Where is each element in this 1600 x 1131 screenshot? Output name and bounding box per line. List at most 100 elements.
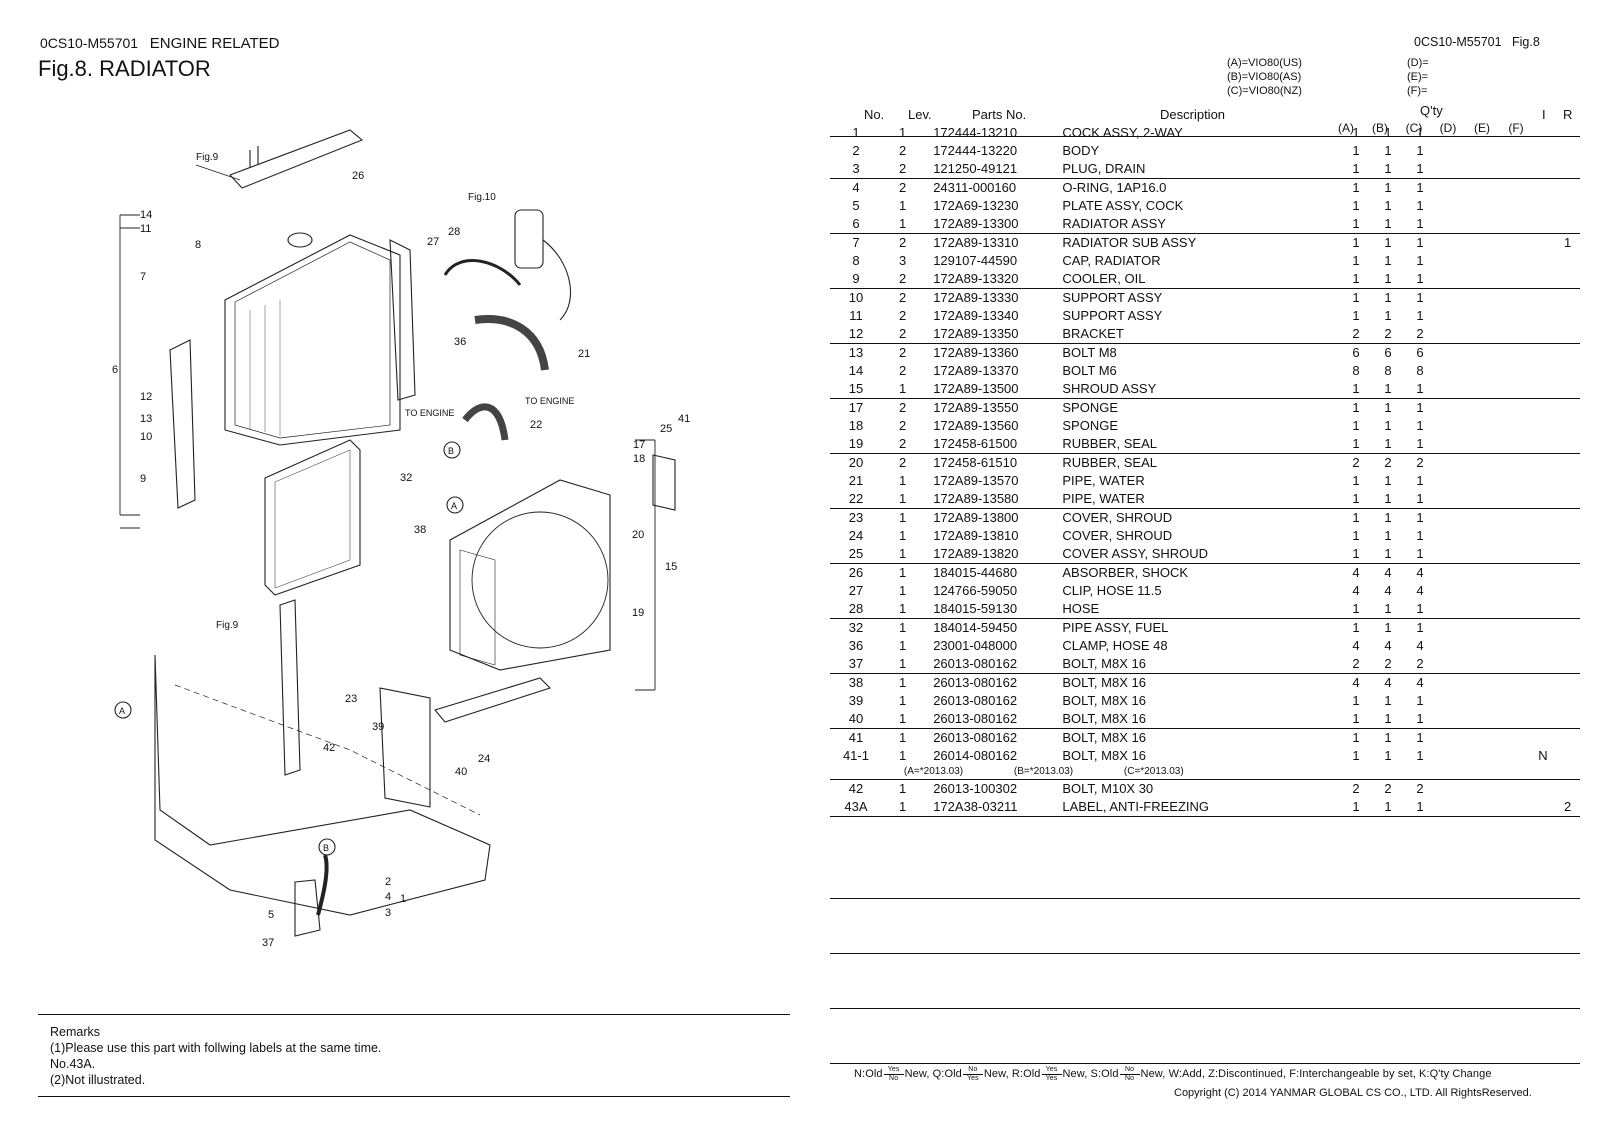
cell-desc: BOLT, M8X 16 — [1062, 675, 1146, 690]
cell-pn: 172A38-03211 — [923, 798, 1055, 817]
cell-empty — [1436, 729, 1468, 748]
cell-pn: 172A89-13550 — [933, 400, 1019, 415]
cell-empty — [1499, 600, 1531, 619]
cell-r — [1555, 674, 1580, 693]
callout-25: 25 — [660, 423, 672, 435]
svg-text:A: A — [451, 501, 457, 511]
cell-empty — [1499, 490, 1531, 509]
fig10-label: Fig.10 — [468, 192, 496, 203]
cell-empty — [1436, 142, 1468, 160]
cell-pn: 121250-49121 — [923, 160, 1055, 179]
cell-c: 1 — [1404, 545, 1437, 564]
cell-i — [1531, 472, 1556, 490]
blank-rule — [830, 898, 1580, 899]
cell-pn: 172A89-13310 — [933, 235, 1019, 250]
cell-empty — [1499, 619, 1531, 638]
cell-lev: 2 — [898, 400, 907, 415]
cell-r — [1555, 637, 1580, 655]
cell-c: 1 — [1404, 710, 1437, 729]
cell-a: 1 — [1352, 290, 1360, 305]
cell-a: 1 — [1339, 160, 1372, 179]
cell-empty — [1499, 509, 1531, 528]
cell-empty — [1467, 435, 1500, 454]
remarks-title: Remarks — [50, 1025, 101, 1039]
cell-no: 43A — [830, 798, 882, 817]
cell-b: 2 — [1372, 655, 1405, 674]
cell-desc: CLIP, HOSE 11.5 — [1062, 583, 1162, 598]
cell-empty — [1499, 417, 1531, 435]
cell-empty — [1436, 710, 1468, 729]
cell-lev: 2 — [898, 418, 907, 433]
cell-r — [1555, 179, 1580, 198]
cell-lev: 1 — [881, 545, 924, 564]
cell-empty — [1468, 344, 1500, 363]
ref-circle-a — [114, 701, 132, 719]
cell-empty — [1467, 215, 1500, 234]
radiator-core — [224, 232, 401, 446]
cell-empty — [1499, 545, 1531, 564]
cell-empty — [1467, 490, 1500, 509]
cell-i — [1531, 564, 1556, 583]
cell-a: 1 — [1339, 490, 1372, 509]
cell-c: 6 — [1416, 345, 1424, 360]
cell-lev: 2 — [881, 325, 924, 344]
cell-pn: 172A89-13500 — [923, 380, 1055, 399]
svg-text:A: A — [119, 706, 125, 716]
cell-empty — [1467, 600, 1500, 619]
cell-b: 1 — [1384, 748, 1392, 763]
cell-empty — [1468, 399, 1500, 418]
callout-17: 17 — [633, 439, 645, 451]
cell-r — [1555, 380, 1580, 399]
cell-pn: 172A89-13580 — [923, 490, 1055, 509]
cell-r — [1555, 747, 1580, 765]
col-header-qb: (B) — [1372, 121, 1388, 135]
cell-desc: HOSE — [1054, 600, 1340, 619]
cell-b: 1 — [1384, 473, 1392, 488]
cell-no: 32 — [848, 620, 864, 635]
callout-11: 11 — [140, 223, 151, 235]
cell-c: 1 — [1416, 180, 1424, 195]
cell-lev: 1 — [898, 528, 907, 543]
cell-empty — [1499, 362, 1531, 380]
cell-b: 4 — [1384, 638, 1392, 653]
leader-bracket-right — [635, 439, 656, 691]
cell-no: 21 — [848, 473, 864, 488]
col-header-qe: (E) — [1474, 121, 1490, 135]
cell-no: 28 — [830, 600, 882, 619]
cell-no: 9 — [830, 270, 882, 289]
serial-note-b: (B=*2013.03) — [1013, 766, 1074, 777]
cell-pn: 172A89-13340 — [933, 308, 1019, 323]
cell-pn: 172A89-13300 — [923, 215, 1055, 234]
cell-desc: RUBBER, SEAL — [1062, 455, 1158, 470]
cell-pn: 172A69-13230 — [933, 198, 1019, 213]
cell-empty — [1436, 417, 1468, 435]
oil-cooler — [264, 439, 361, 596]
callout-24: 24 — [478, 753, 490, 765]
cell-c: 1 — [1416, 308, 1424, 323]
cell-c: 1 — [1416, 143, 1424, 158]
cock-plate — [294, 879, 321, 937]
cell-r — [1555, 142, 1580, 160]
cell-lev: 2 — [898, 290, 907, 305]
cell-i — [1530, 435, 1556, 454]
cell-empty — [1499, 399, 1531, 418]
cell-c: 4 — [1416, 583, 1424, 598]
cell-empty — [1436, 435, 1468, 454]
cell-desc: BODY — [1062, 143, 1100, 158]
ref-circle-b — [443, 441, 461, 459]
cell-r — [1555, 197, 1580, 215]
blank-rule — [830, 1063, 1580, 1064]
cell-i — [1530, 798, 1556, 817]
cell-empty — [1436, 582, 1468, 600]
svg-text:B: B — [323, 843, 329, 853]
cell-r — [1555, 780, 1580, 799]
cell-desc: COCK ASSY, 2-WAY — [1062, 125, 1183, 140]
cell-pn: 26013-080162 — [923, 710, 1055, 729]
